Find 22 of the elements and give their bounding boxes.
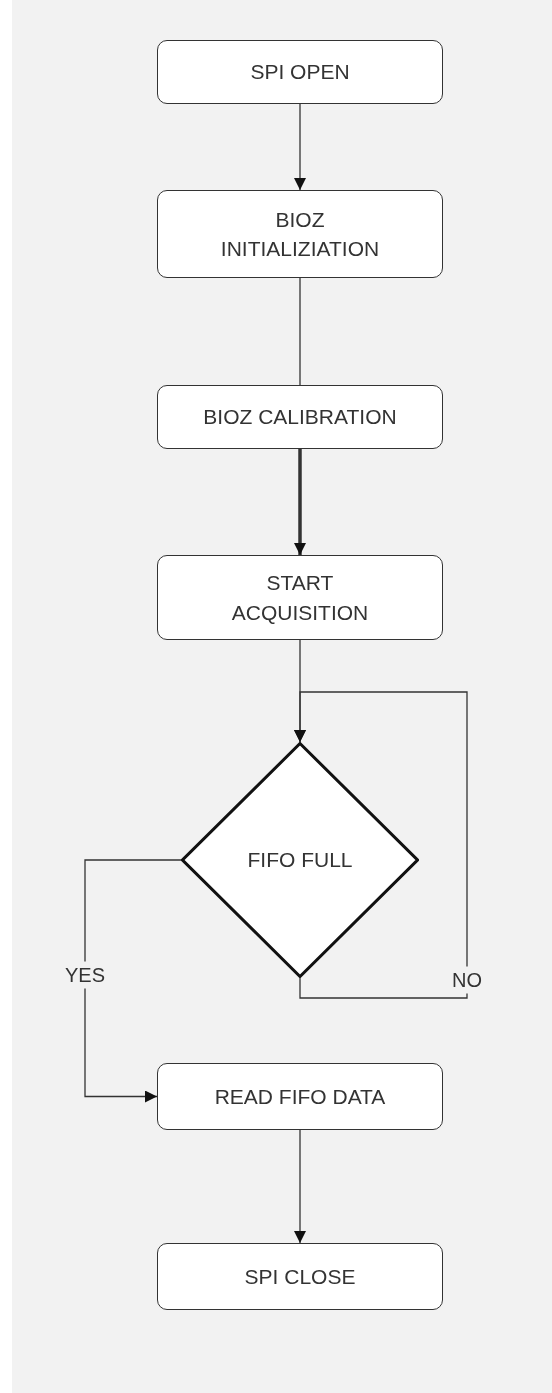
arrow xyxy=(294,449,306,555)
process-box xyxy=(157,190,443,278)
arrow xyxy=(84,859,182,1103)
decision-diamond xyxy=(181,742,419,978)
process-box xyxy=(157,1063,443,1130)
process-box xyxy=(157,555,443,640)
box-label: BIOZ CALIBRATION xyxy=(203,404,397,431)
arrow xyxy=(294,1129,306,1244)
edge-label: NO xyxy=(452,966,482,994)
box-label: FIFO FULL xyxy=(247,847,353,874)
box-label: BIOZ INITIALIZIATION xyxy=(219,206,381,262)
box-label: SPI CLOSE xyxy=(244,1263,356,1290)
process-box xyxy=(157,385,443,449)
connector-line xyxy=(299,277,301,386)
arrow xyxy=(294,691,468,999)
box-label: READ FIFO DATA xyxy=(214,1083,386,1110)
process-box xyxy=(157,40,443,104)
process-box xyxy=(157,1243,443,1310)
box-label: SPI OPEN xyxy=(250,59,350,86)
box-label: START ACQUISITION xyxy=(230,570,370,626)
arrow xyxy=(294,103,306,191)
edge-label: YES xyxy=(65,961,105,989)
